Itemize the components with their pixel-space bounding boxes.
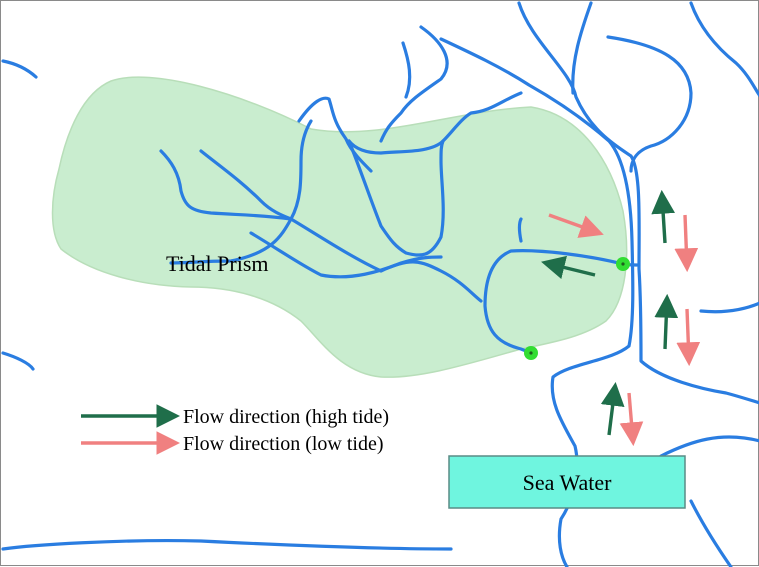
low-tide-arrow (674, 214, 699, 273)
channel-interior-mid (169, 217, 293, 265)
channel-upper-a (401, 41, 412, 99)
legend: Flow direction (high tide) Flow directio… (81, 404, 389, 455)
low-tide-arrow (619, 392, 644, 447)
gauge-point-lower (524, 346, 538, 360)
legend-low-tide-label: Flow direction (low tide) (183, 433, 384, 455)
channel-interior-left-2 (289, 119, 313, 221)
channel-bottom-right (659, 435, 759, 458)
estuary-right-bank (517, 1, 759, 405)
flow-arrows (541, 189, 701, 447)
tidal-prism-region (51, 76, 628, 378)
high-tide-arrow (651, 189, 676, 244)
gauge-point-upper (616, 257, 630, 271)
channel-left-top (1, 59, 38, 79)
channel-interior-left (199, 149, 293, 221)
channel-loop (483, 249, 625, 355)
channel-left-bottom (1, 351, 35, 371)
channel-interior-main (159, 149, 483, 303)
high-tide-arrow (541, 255, 596, 280)
high-tide-arrow (654, 293, 679, 350)
low-tide-arrow (548, 213, 604, 238)
channel-interior-center (347, 139, 445, 257)
sea-water-box: Sea Water (448, 455, 686, 509)
channel-upper-main (379, 25, 449, 143)
channel-far-right (689, 1, 759, 98)
channel-bottom-right-2 (689, 499, 733, 567)
channel-upper-right (571, 1, 593, 95)
high-tide-arrow (600, 381, 625, 436)
legend-high-tide-label: Flow direction (high tide) (183, 406, 389, 428)
channel-bottom-left (1, 539, 453, 551)
tidal-prism-label: Tidal Prism (166, 251, 269, 276)
channel-interior-low (249, 231, 443, 279)
low-tide-arrow (676, 308, 701, 367)
channel-loop-inner (517, 217, 523, 243)
sea-water-label: Sea Water (523, 470, 613, 495)
channel-right-loop (606, 35, 693, 173)
channel-upper-c (297, 96, 373, 173)
channel-right-lower (699, 301, 759, 314)
